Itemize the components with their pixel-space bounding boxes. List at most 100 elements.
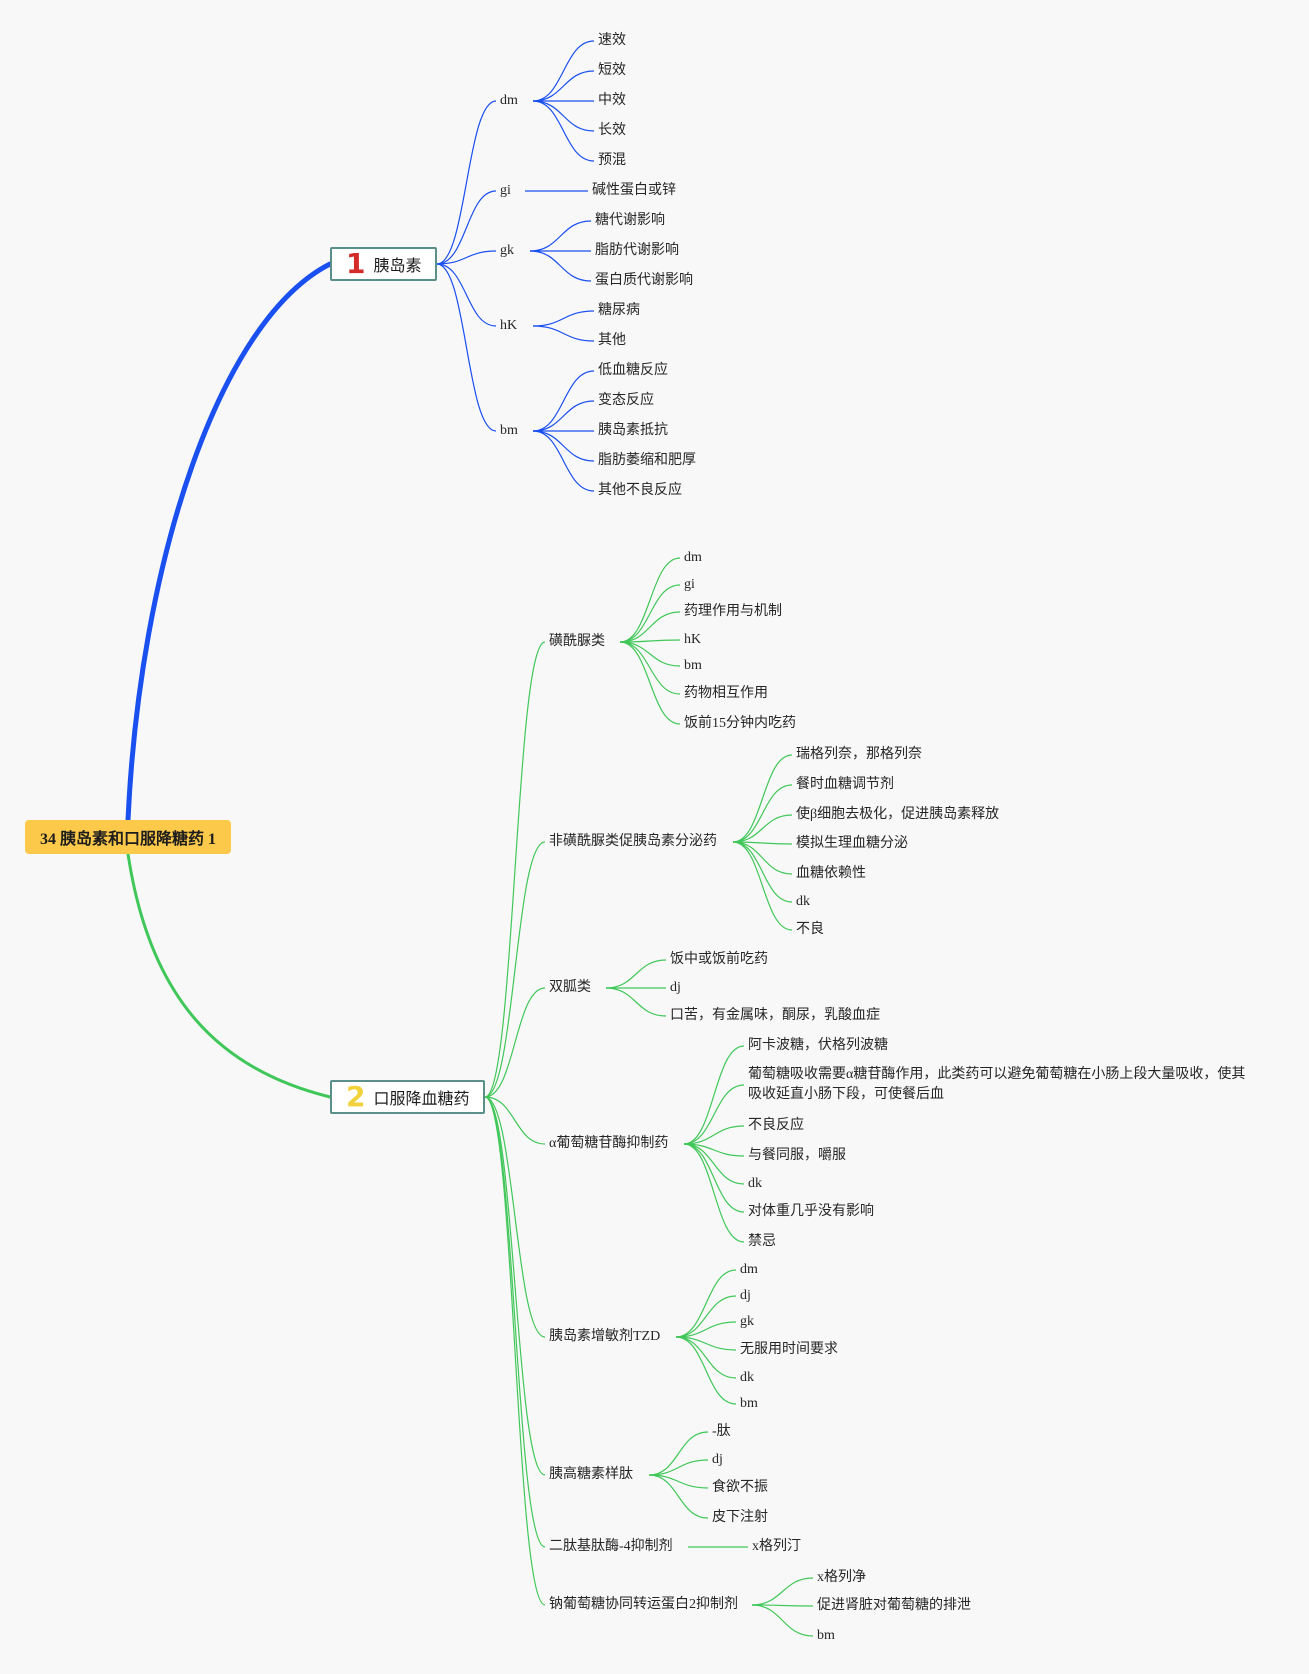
b2-2-leaf-2[interactable]: 口苦，有金属味，酮尿，乳酸血症	[670, 1008, 880, 1023]
b2-1-leaf-3[interactable]: 模拟生理血糖分泌	[796, 836, 908, 851]
b1-3-leaf-1[interactable]: 其他	[598, 333, 626, 348]
connector-b2-4-leaf-1	[675, 1295, 737, 1338]
connector-b2-0-leaf-4	[619, 641, 681, 667]
b1-0-leaf-1[interactable]: 短效	[598, 63, 626, 78]
b2-3-leaf-0[interactable]: 阿卡波糖，伏格列波糖	[748, 1038, 888, 1053]
b2-sub-5[interactable]: 胰高糖素样肽	[549, 1467, 633, 1482]
b1-3-leaf-0[interactable]: 糖尿病	[598, 303, 640, 318]
b1-0-leaf-4[interactable]: 预混	[598, 153, 626, 168]
b2-7-leaf-2[interactable]: bm	[817, 1628, 835, 1643]
connector-b2-0-leaf-1	[619, 584, 681, 643]
connector-b1-4-leaf-3	[532, 430, 595, 462]
b2-4-leaf-0[interactable]: dm	[740, 1262, 758, 1277]
b2-0-leaf-5[interactable]: 药物相互作用	[684, 686, 768, 701]
b2-1-leaf-1[interactable]: 餐时血糖调节剂	[796, 777, 894, 792]
b2-3-leaf-4[interactable]: dk	[748, 1176, 762, 1191]
b2-3-leaf-2[interactable]: 不良反应	[748, 1118, 804, 1133]
b2-4-leaf-1[interactable]: dj	[740, 1288, 751, 1303]
connector-b2-0-leaf-5	[619, 641, 681, 695]
b2-4-leaf-2[interactable]: gk	[740, 1314, 754, 1329]
b2-sub-6[interactable]: 二肽基肽酶-4抑制剂	[549, 1539, 673, 1554]
b2-0-leaf-2[interactable]: 药理作用与机制	[684, 604, 782, 619]
b2-7-leaf-1[interactable]: 促进肾脏对葡萄糖的排泄	[817, 1598, 971, 1613]
b2-5-leaf-1[interactable]: dj	[712, 1452, 723, 1467]
b1-0-leaf-0[interactable]: 速效	[598, 33, 626, 48]
b2-1-leaf-0[interactable]: 瑞格列奈，那格列奈	[796, 747, 922, 762]
connector-b1-sub-1	[436, 190, 497, 265]
b1-1-leaf-0[interactable]: 碱性蛋白或锌	[592, 183, 676, 198]
b2-sub-2[interactable]: 双胍类	[549, 980, 591, 995]
connector-b1-3-leaf-1	[532, 325, 595, 342]
b1-4-leaf-0[interactable]: 低血糖反应	[598, 363, 668, 378]
root-node[interactable]: 34 胰岛素和口服降糖药 1	[25, 820, 231, 854]
b2-3-leaf-5[interactable]: 对体重几乎没有影响	[748, 1204, 874, 1219]
b2-sub-0[interactable]: 磺酰脲类	[549, 634, 605, 649]
b2-0-leaf-4[interactable]: bm	[684, 658, 702, 673]
connector-b2-sub-4	[484, 1096, 546, 1338]
b1-sub-hK[interactable]: hK	[500, 318, 518, 333]
connector-b1-4-leaf-1	[532, 400, 595, 432]
connector-root-oral	[126, 852, 332, 1099]
b2-0-leaf-3[interactable]: hK	[684, 632, 702, 647]
b1-sub-bm[interactable]: bm	[500, 423, 518, 438]
b2-4-leaf-3[interactable]: 无服用时间要求	[740, 1342, 838, 1357]
branch-label: 胰岛素	[373, 258, 422, 275]
b1-4-leaf-1[interactable]: 变态反应	[598, 393, 654, 408]
branch-label: 口服降血糖药	[373, 1091, 470, 1108]
connector-b2-3-leaf-0	[683, 1045, 745, 1145]
connector-b2-sub-7	[484, 1096, 546, 1606]
b2-sub-1[interactable]: 非磺酰脲类促胰岛素分泌药	[549, 834, 717, 849]
connector-b1-0-leaf-1	[532, 70, 595, 102]
connector-b2-4-leaf-2	[675, 1321, 737, 1338]
b2-3-leaf-3[interactable]: 与餐同服，嚼服	[748, 1148, 846, 1163]
b2-1-leaf-2[interactable]: 使β细胞去极化，促进胰岛素释放	[796, 807, 1000, 822]
b1-0-leaf-2[interactable]: 中效	[598, 93, 626, 108]
b2-sub-3[interactable]: α葡萄糖苷酶抑制药	[549, 1136, 669, 1151]
b2-sub-7[interactable]: 钠葡萄糖协同转运蛋白2抑制剂	[549, 1597, 738, 1612]
b1-4-leaf-2[interactable]: 胰岛素抵抗	[598, 423, 668, 438]
connector-b2-1-leaf-0	[732, 754, 793, 843]
b1-sub-dm[interactable]: dm	[500, 93, 518, 108]
connector-b2-4-leaf-0	[675, 1269, 737, 1338]
connector-b2-3-leaf-6	[683, 1143, 745, 1243]
connector-b1-sub-0	[436, 100, 497, 265]
b2-1-leaf-4[interactable]: 血糖依赖性	[796, 866, 866, 881]
b2-2-leaf-0[interactable]: 饭中或饭前吃药	[670, 952, 768, 967]
b2-5-leaf-2[interactable]: 食欲不振	[712, 1480, 768, 1495]
connector-b2-1-leaf-2	[732, 814, 793, 843]
b2-4-leaf-4[interactable]: dk	[740, 1370, 754, 1385]
b1-2-leaf-1[interactable]: 脂肪代谢影响	[595, 243, 679, 258]
connector-b2-sub-2	[484, 987, 546, 1098]
b1-sub-gk[interactable]: gk	[500, 243, 514, 258]
branch-node-insulin[interactable]: 1 胰岛素	[330, 247, 437, 281]
connector-b2-sub-5	[484, 1096, 546, 1476]
b1-4-leaf-4[interactable]: 其他不良反应	[598, 483, 682, 498]
b1-4-leaf-3[interactable]: 脂肪萎缩和肥厚	[598, 453, 696, 468]
b1-2-leaf-2[interactable]: 蛋白质代谢影响	[595, 273, 693, 288]
b2-5-leaf-3[interactable]: 皮下注射	[712, 1510, 768, 1525]
connector-b2-0-leaf-0	[619, 557, 681, 643]
connector-b2-0-leaf-6	[619, 641, 681, 725]
b2-4-leaf-5[interactable]: bm	[740, 1396, 758, 1411]
b2-3-leaf-1[interactable]: 葡萄糖吸收需要α糖苷酶作用，此类药可以避免葡萄糖在小肠上段大量吸收，使其吸收延直…	[748, 1067, 1246, 1102]
connector-b1-3-leaf-0	[532, 310, 595, 327]
connector-b1-2-leaf-2	[529, 250, 592, 282]
b2-2-leaf-1[interactable]: dj	[670, 980, 681, 995]
branch-node-oral-hypoglycemic[interactable]: 2 口服降血糖药	[330, 1080, 485, 1114]
b2-1-leaf-6[interactable]: 不良	[796, 922, 824, 937]
b2-3-leaf-6[interactable]: 禁忌	[748, 1234, 776, 1249]
connector-b2-3-leaf-4	[683, 1143, 745, 1185]
connector-b2-2-leaf-0	[605, 959, 667, 989]
b2-0-leaf-1[interactable]: gi	[684, 577, 695, 592]
b1-0-leaf-3[interactable]: 长效	[598, 123, 626, 138]
b2-1-leaf-5[interactable]: dk	[796, 894, 810, 909]
b2-0-leaf-0[interactable]: dm	[684, 550, 702, 565]
b2-0-leaf-6[interactable]: 饭前15分钟内吃药	[684, 716, 796, 731]
b2-sub-4[interactable]: 胰岛素增敏剂TZD	[549, 1329, 661, 1344]
b2-7-leaf-0[interactable]: x格列净	[817, 1570, 866, 1585]
b2-6-leaf-0[interactable]: x格列汀	[752, 1539, 801, 1554]
b1-2-leaf-0[interactable]: 糖代谢影响	[595, 213, 665, 228]
b2-5-leaf-0[interactable]: -肽	[712, 1424, 731, 1439]
b1-sub-gi[interactable]: gi	[500, 183, 511, 198]
connector-b2-sub-3	[484, 1096, 546, 1145]
